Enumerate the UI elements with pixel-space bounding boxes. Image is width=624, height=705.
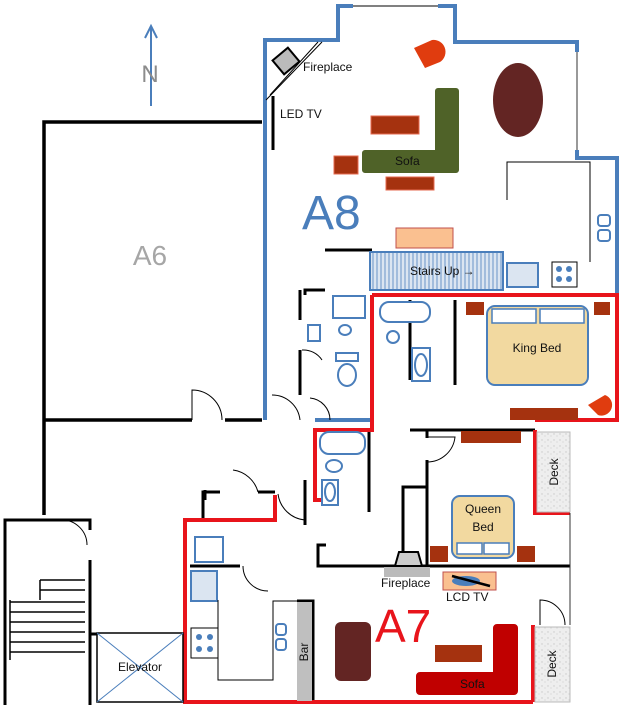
king-suite-bathroom (379, 301, 431, 382)
nightstand-icon (517, 546, 535, 562)
upper-deck-label: Deck (547, 457, 561, 485)
stove-icon (551, 261, 578, 288)
a7-sofa-label: Sofa (460, 677, 485, 691)
dining-table-icon (493, 63, 543, 137)
bench-icon (395, 227, 454, 249)
a7-kitchen (190, 536, 297, 681)
a7-sofa-icon (416, 624, 518, 695)
lcd-tv-icon (442, 571, 497, 591)
lower-deck (534, 626, 571, 703)
fireplace-icon (271, 46, 301, 76)
nightstand-icon (430, 546, 448, 562)
queen-dresser-icon (461, 431, 521, 443)
bar-label: Bar (297, 643, 311, 662)
a7-fireplace-label: Fireplace (381, 576, 431, 590)
interior-walls (3, 248, 570, 705)
king-bed-label: King Bed (513, 341, 562, 355)
king-bed-icon (486, 305, 589, 386)
elevator-label: Elevator (118, 660, 162, 674)
unit-a6 (42, 120, 262, 515)
nightstand-icon (594, 302, 610, 315)
lower-deck-label: Deck (545, 649, 559, 677)
unit-a7-label: A7 (375, 600, 431, 652)
a7-dining-table-icon (335, 622, 371, 681)
unit-a7-walls (183, 430, 571, 704)
cooktop-icon (597, 214, 611, 242)
sink-icon (506, 262, 539, 288)
queen-bed-label-line2: Bed (472, 520, 493, 534)
dresser-icon (510, 408, 578, 420)
end-table-icon (333, 155, 359, 175)
stairwell (9, 579, 85, 660)
stairs-icon (369, 251, 504, 291)
bedroom-chair-icon (588, 395, 613, 416)
north-label: N (141, 61, 158, 88)
coffee-table-icon (370, 115, 420, 135)
bar-counter (297, 602, 312, 701)
led-tv-label: LED TV (280, 107, 322, 121)
unit-a8-label: A8 (302, 187, 361, 240)
upper-deck (536, 431, 571, 513)
north-arrow: N (141, 23, 159, 106)
unit-a6-label: A6 (133, 240, 167, 271)
console-table-icon (385, 176, 435, 191)
armchair-icon (414, 39, 446, 68)
kitchen-counter (506, 161, 591, 262)
a8-fireplace-label: Fireplace (303, 60, 353, 74)
a8-sofa-icon (362, 88, 459, 173)
a8-bathroom (271, 295, 366, 421)
a7-bathroom (319, 431, 366, 506)
deck-door (539, 599, 566, 626)
stairs-label: Stairs Up → (410, 264, 475, 278)
lcd-tv-label: LCD TV (446, 590, 488, 604)
queen-bed-label-line1: Queen (465, 502, 501, 516)
queen-bed-icon (451, 495, 515, 559)
a7-coffee-table-icon (435, 645, 482, 662)
nightstand-icon (466, 302, 484, 315)
elevator-icon (96, 632, 184, 703)
a8-sofa-label: Sofa (395, 154, 420, 168)
fireplace-wall (269, 41, 319, 96)
a7-fireplace-icon (384, 551, 430, 577)
